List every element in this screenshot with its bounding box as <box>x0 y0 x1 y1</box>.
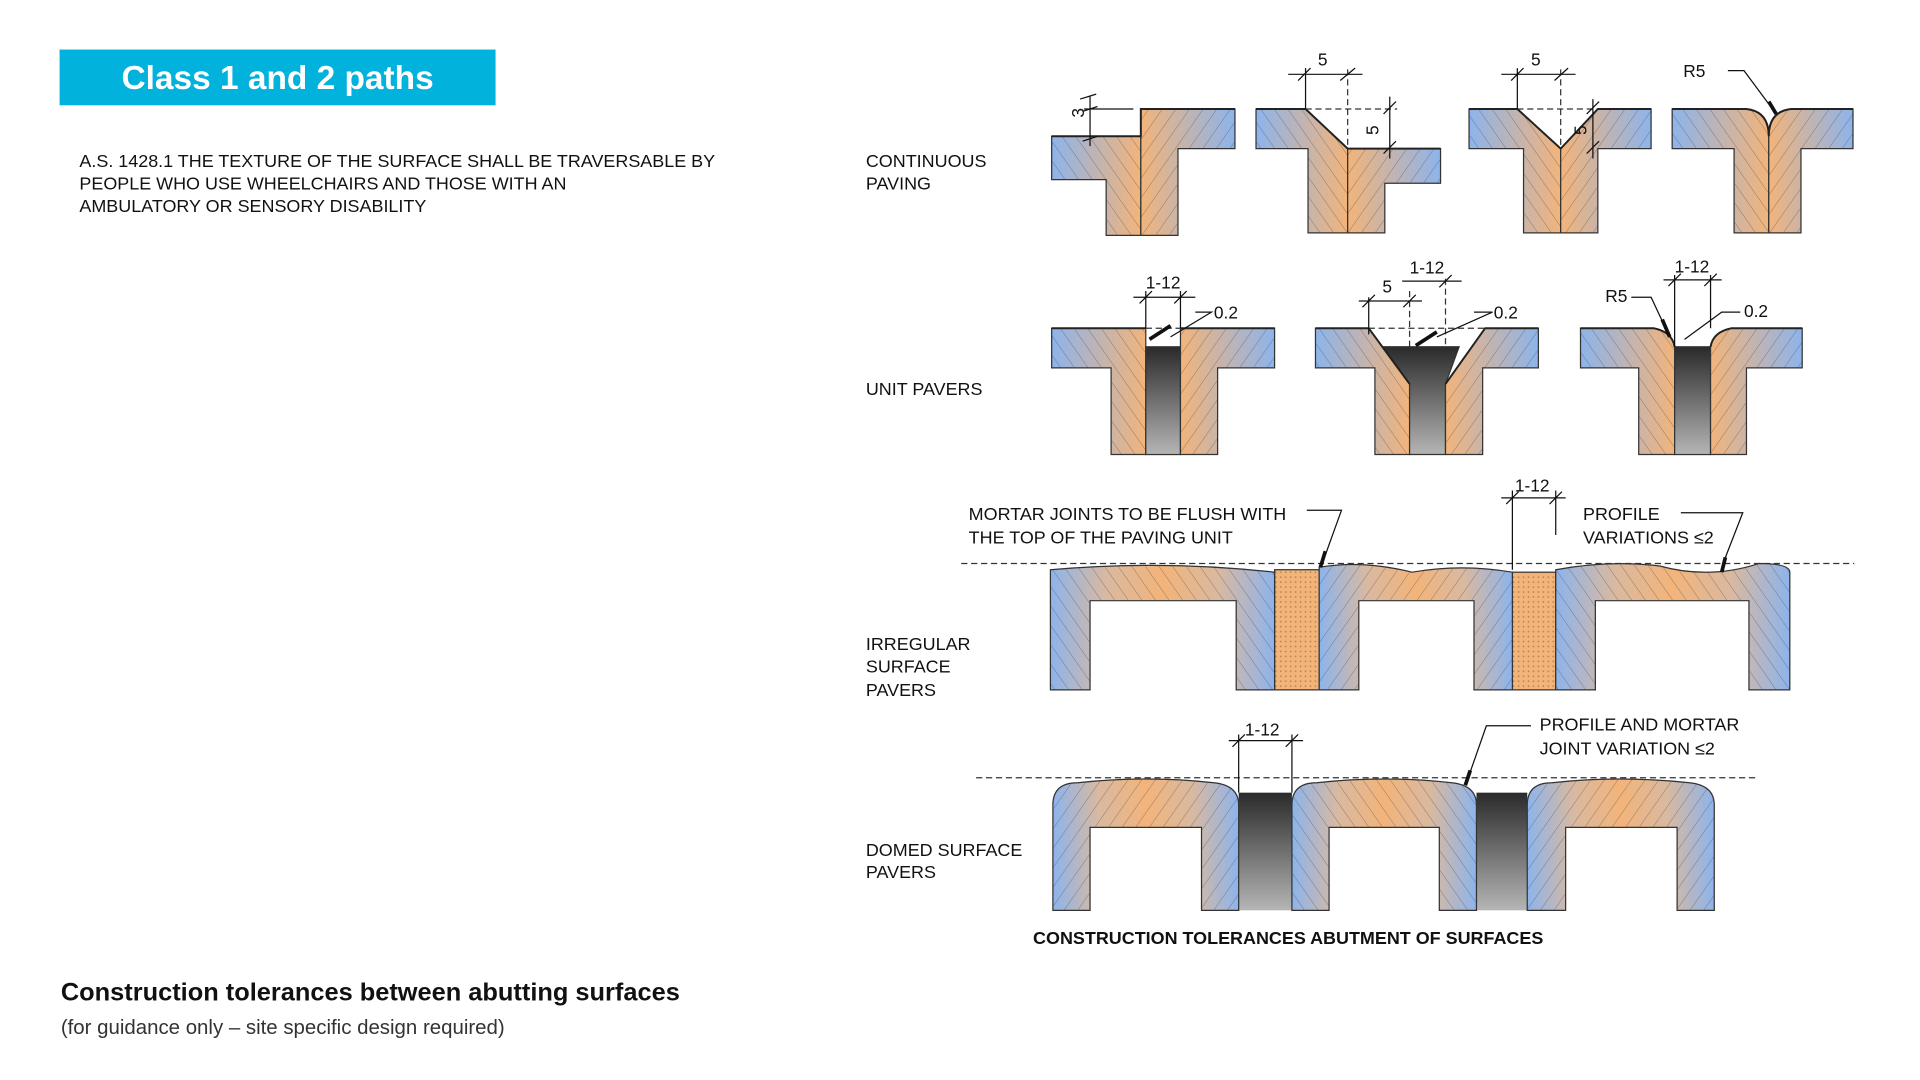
row-label-irregular: SURFACE <box>866 657 951 677</box>
irregular-surface-pavers-diagram: MORTAR JOINTS TO BE FLUSH WITH THE TOP O… <box>961 476 1855 691</box>
row-label-domed: DOMED SURFACE <box>866 840 1023 860</box>
dim-0-2: 0.2 <box>1494 302 1518 322</box>
description-line: AMBULATORY OR SENSORY DISABILITY <box>79 196 426 216</box>
rounded-joint: R5 <box>1671 61 1854 234</box>
row-label-continuous: PAVING <box>866 173 931 193</box>
dim-3: 3 <box>1068 108 1088 118</box>
dim-5: 5 <box>1363 125 1383 135</box>
description-line: A.S. 1428.1 THE TEXTURE OF THE SURFACE S… <box>79 151 715 171</box>
footer-title: Construction tolerances between abutting… <box>61 979 680 1007</box>
dim-5: 5 <box>1382 276 1392 296</box>
page-title: Class 1 and 2 paths <box>121 60 433 97</box>
dim-5: 5 <box>1318 50 1328 70</box>
profile-annotation: PROFILE <box>1583 504 1660 524</box>
row-label-irregular: IRREGULAR <box>866 634 971 654</box>
dim-joint-width: 1-12 <box>1146 273 1181 293</box>
row-label-unit-pavers: UNIT PAVERS <box>866 379 983 399</box>
dim-5: 5 <box>1571 125 1591 135</box>
dim-joint-width: 1-12 <box>1410 258 1445 278</box>
dim-r5: R5 <box>1683 61 1705 81</box>
square-joint: 1-12 0.2 <box>1051 273 1276 456</box>
profile-mortar-annotation: JOINT VARIATION ≤2 <box>1540 738 1715 758</box>
step-joint: 3 <box>1051 93 1236 236</box>
profile-mortar-annotation: PROFILE AND MORTAR <box>1540 715 1740 735</box>
domed-surface-pavers-diagram: 1-12 PROFILE AND MORTAR JOINT VARIATION … <box>976 715 1757 911</box>
title-banner <box>59 49 496 106</box>
description-line: PEOPLE WHO USE WHEELCHAIRS AND THOSE WIT… <box>79 173 566 193</box>
dim-joint-width: 1-12 <box>1245 720 1280 740</box>
chamfer-joint: 5 5 <box>1255 50 1442 234</box>
chamfered-unit-joint: 5 1-12 0.2 <box>1314 258 1540 456</box>
dim-joint-width: 1-12 <box>1515 476 1550 496</box>
dim-r5: R5 <box>1605 286 1627 306</box>
row-label-irregular: PAVERS <box>866 680 936 700</box>
mortar-annotation: MORTAR JOINTS TO BE FLUSH WITH <box>969 504 1287 524</box>
v-groove-joint: 5 5 <box>1468 50 1652 234</box>
unit-pavers-diagrams: 1-12 0.2 5 1-12 0.2 1-12 R5 0.2 <box>1051 256 1803 456</box>
dim-0-2: 0.2 <box>1744 301 1768 321</box>
profile-annotation: VARIATIONS ≤2 <box>1583 528 1714 548</box>
continuous-paving-diagrams: 3 5 5 5 5 R5 <box>1051 50 1854 236</box>
mortar-annotation: THE TOP OF THE PAVING UNIT <box>969 528 1233 548</box>
rounded-unit-joint: 1-12 R5 0.2 <box>1579 256 1803 456</box>
dim-0-2: 0.2 <box>1214 302 1238 322</box>
diagram-caption: CONSTRUCTION TOLERANCES ABUTMENT OF SURF… <box>1033 928 1543 948</box>
dim-5: 5 <box>1531 50 1541 70</box>
standard-description: A.S. 1428.1 THE TEXTURE OF THE SURFACE S… <box>79 151 715 216</box>
row-label-domed: PAVERS <box>866 862 936 882</box>
row-label-continuous: CONTINUOUS <box>866 151 987 171</box>
footer-subtitle: (for guidance only – site specific desig… <box>61 1017 505 1039</box>
dim-joint-width: 1-12 <box>1675 256 1710 276</box>
